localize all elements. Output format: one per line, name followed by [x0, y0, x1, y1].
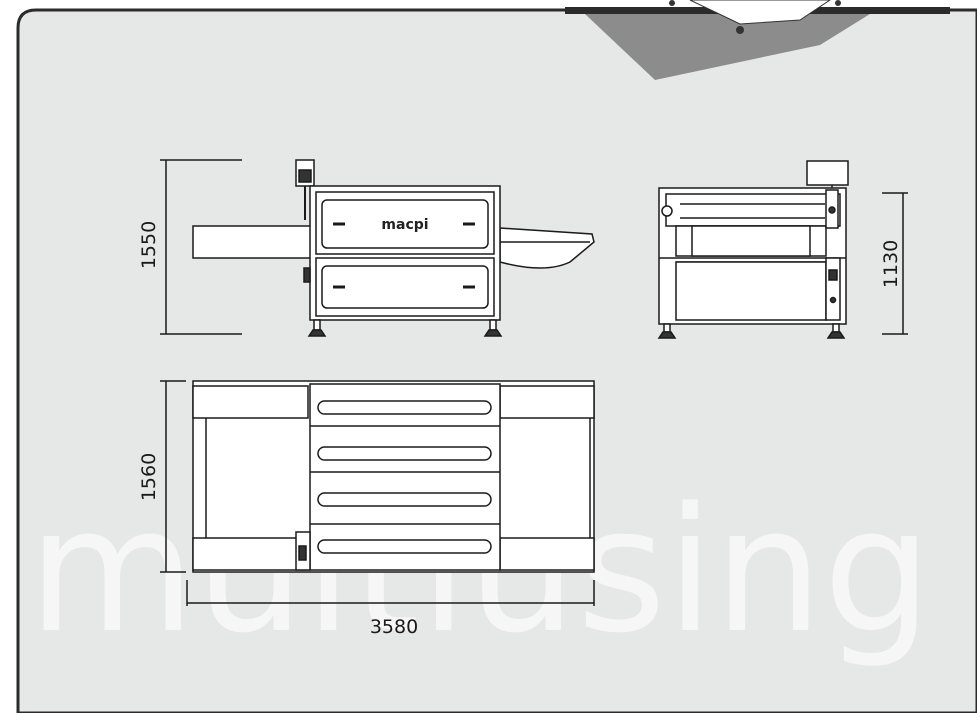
perspective-preview	[565, 0, 950, 80]
brand-label: macpi	[381, 217, 428, 233]
front-view	[657, 160, 908, 339]
top-view	[160, 380, 595, 606]
dimension-label-front-height: 1130	[880, 240, 902, 288]
side-view	[160, 159, 595, 337]
dimension-label-side-height: 1550	[138, 221, 160, 269]
dimension-label-top-depth: 1560	[138, 453, 160, 501]
dimension-label-total-length: 3580	[370, 616, 418, 638]
